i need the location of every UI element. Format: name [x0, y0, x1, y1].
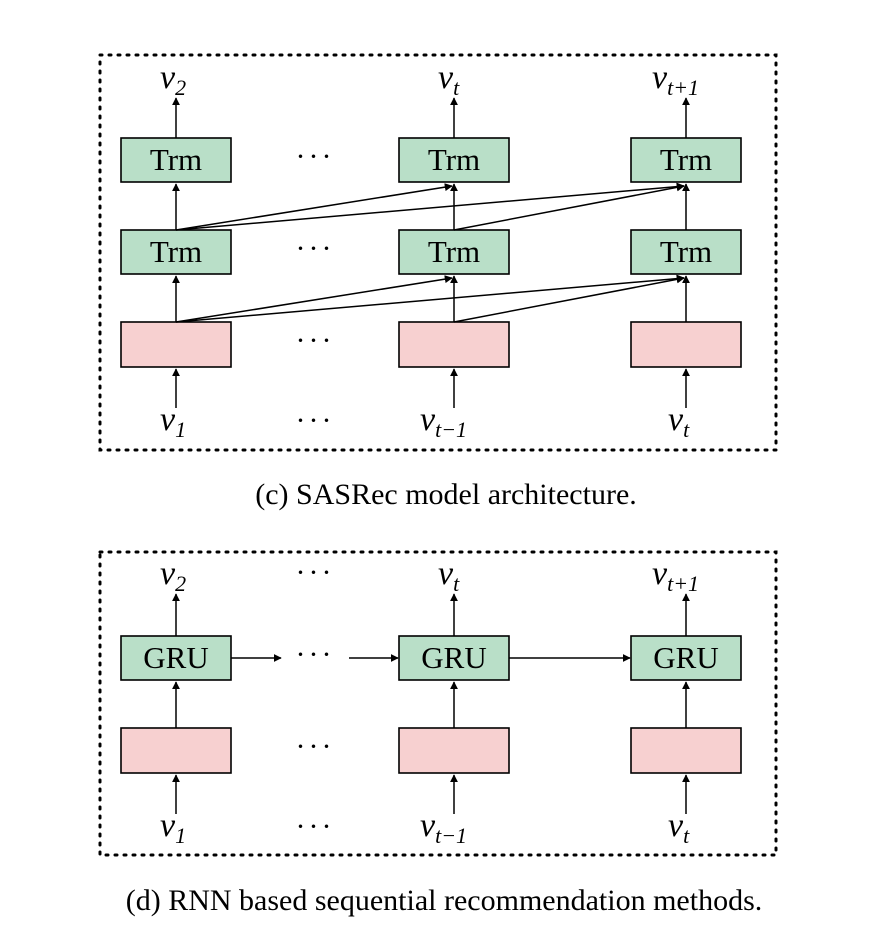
trm-label: Trm [428, 234, 480, 269]
ellipsis: ··· [296, 324, 335, 357]
figure-caption-c: (c) SASRec model architecture. [255, 478, 637, 511]
embedding-block-2 [398, 727, 510, 774]
embedding-block-1 [120, 321, 232, 368]
output-label-2: vt [438, 59, 460, 100]
input-label-2: vt−1 [420, 401, 467, 442]
figure-c-sasrec: v2 vt vt+1 Trm Trm Trm ··· Trm Trm Trm ·… [98, 53, 778, 511]
figure-d-rnn: v2 ··· vt vt+1 GRU GRU GRU ··· ··· v1 ··… [98, 550, 778, 917]
figure-caption-d: (d) RNN based sequential recommendation … [126, 884, 763, 917]
ellipsis: ··· [296, 730, 335, 763]
ellipsis: ··· [296, 810, 335, 843]
input-label-1: v1 [160, 401, 186, 442]
gru-label: GRU [653, 640, 718, 675]
embedding-block-2 [398, 321, 510, 368]
trm-label: Trm [660, 142, 712, 177]
trm-block-top-2 [398, 137, 510, 183]
embedding-block-3 [630, 321, 742, 368]
dotted-frame [98, 53, 778, 452]
trm-label: Trm [150, 142, 202, 177]
output-label-1: v2 [160, 555, 186, 596]
input-label-1: v1 [160, 807, 186, 848]
attention-arrows [175, 182, 685, 323]
embedding-block-1 [120, 727, 232, 774]
ellipsis: ··· [296, 404, 335, 437]
ellipsis: ··· [296, 638, 335, 671]
gru-block-3 [630, 635, 742, 681]
trm-label: Trm [428, 142, 480, 177]
input-label-2: vt−1 [420, 807, 467, 848]
trm-label: Trm [660, 234, 712, 269]
vertical-arrows [172, 97, 690, 408]
output-label-1: v2 [160, 59, 186, 100]
ellipsis: ··· [296, 140, 335, 173]
input-label-3: vt [668, 807, 690, 848]
output-label-3: vt+1 [652, 59, 699, 100]
vertical-arrows [172, 593, 690, 814]
embedding-block-3 [630, 727, 742, 774]
output-label-3: vt+1 [652, 555, 699, 596]
dotted-frame [98, 550, 778, 857]
input-label-3: vt [668, 401, 690, 442]
ellipsis: ··· [296, 232, 335, 265]
gru-label: GRU [421, 640, 486, 675]
trm-block-top-3 [630, 137, 742, 183]
gru-block-1 [120, 635, 232, 681]
gru-label: GRU [143, 640, 208, 675]
trm-label: Trm [150, 234, 202, 269]
output-label-2: vt [438, 555, 460, 596]
ellipsis: ··· [296, 556, 335, 589]
